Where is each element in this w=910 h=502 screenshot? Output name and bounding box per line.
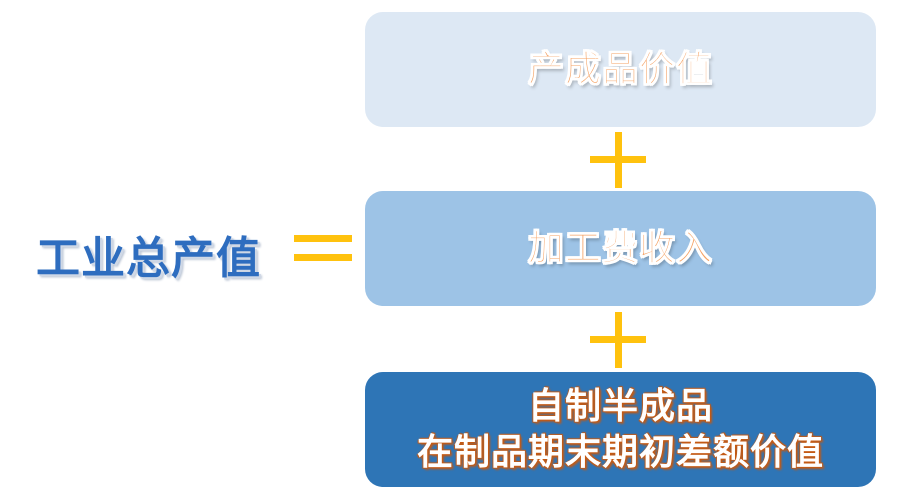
plus-icon (590, 312, 646, 368)
total-output-label: 工业总产值 (36, 233, 261, 284)
finished-goods-label: 产成品价值 (527, 48, 713, 90)
plus-icon (590, 132, 646, 188)
equals-icon-bottom-bar (294, 254, 352, 261)
semi-finished-label: 自制半成品 (527, 385, 713, 427)
finished-goods-box: 产成品价值 (365, 12, 876, 127)
processing-income-box: 加工费收入 (365, 191, 876, 306)
wip-difference-label: 在制品期末期初差额价值 (416, 431, 824, 473)
equals-icon-top-bar (294, 235, 352, 242)
wip-difference-box: 自制半成品 在制品期末期初差额价值 (365, 372, 876, 487)
processing-income-label: 加工费收入 (527, 227, 713, 269)
